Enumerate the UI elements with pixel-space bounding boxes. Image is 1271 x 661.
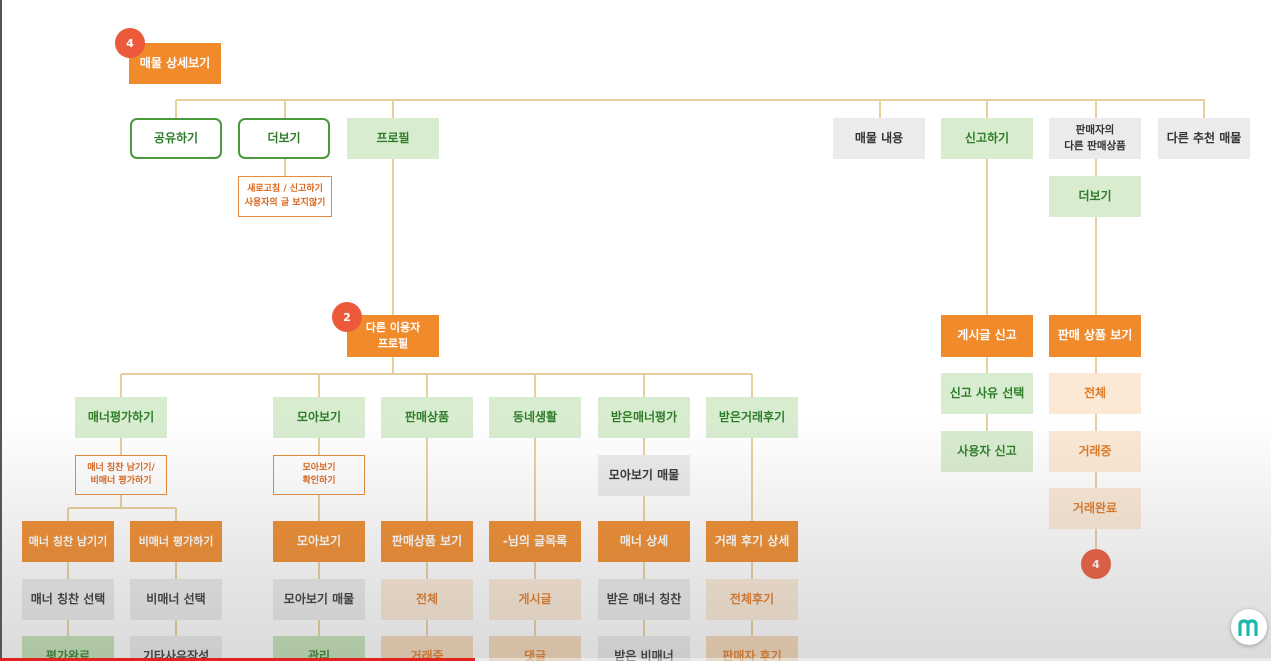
node-profile: 프로필 [347,118,439,159]
node-manage: 관리 [273,636,365,661]
node-review-detail: 거래 후기 상세 [706,521,798,562]
node-all: 전체 [1049,373,1141,414]
node-collection-items: 모아보기 매물 [273,579,365,620]
node-other-user-profile: 다른 이용자 프로필 [347,315,439,357]
video-progress-bar[interactable] [0,658,1271,661]
channel-logo-button[interactable] [1231,609,1267,645]
node-seller-review: 판매자 후기 [706,636,798,661]
node-seller-other-items: 판매자의 다른 판매상품 [1049,118,1141,159]
node-sale-all: 전체 [381,579,473,620]
node-non-manner-eval: 비매너 평가하기 [130,521,222,562]
node-sale-trading: 거래중 [381,636,473,661]
video-progress-fill [0,658,476,661]
node-manner-detail: 매너 상세 [598,521,690,562]
window-edge [0,0,2,661]
node-eval-done: 평가완료 [22,636,114,661]
node-report: 신고하기 [941,118,1033,159]
node-other-reason: 기타사유작성 [130,636,222,661]
node-user-report: 사용자 신고 [941,431,1033,472]
node-share: 공유하기 [130,118,222,159]
node-trading: 거래중 [1049,431,1141,472]
node-root: 매물 상세보기 [129,43,221,84]
node-comments: 댓글 [489,636,581,661]
node-trade-done: 거래완료 [1049,488,1141,529]
node-received-non-manner: 받은 비매너 [598,636,690,661]
node-collection-confirm: 모아보기 확인하기 [273,455,365,495]
node-seller-more: 더보기 [1049,176,1141,217]
node-user-posts: -님의 글목록 [489,521,581,562]
node-leave-praise: 매너 칭찬 남기기 [22,521,114,562]
step-badge: 4 [1081,549,1111,579]
node-received-reviews: 받은거래후기 [706,397,798,438]
node-received-praise: 받은 매너 칭찬 [598,579,690,620]
node-more-options: 새로고침 / 신고하기 사용자의 글 보지않기 [238,176,332,217]
m-logo-icon [1238,619,1258,636]
node-collection: 모아보기 [273,397,365,438]
node-report-reason: 신고 사유 선택 [941,373,1033,414]
node-sale-items: 판매상품 [381,397,473,438]
node-more: 더보기 [238,118,330,159]
node-listing-content: 매물 내용 [833,118,925,159]
node-received-collection: 모아보기 매물 [598,455,690,496]
node-select-non-manner: 비매너 선택 [130,579,222,620]
step-badge: 2 [332,302,362,332]
step-badge: 4 [115,28,145,58]
node-collection-detail: 모아보기 [273,521,365,562]
node-select-praise: 매너 칭찬 선택 [22,579,114,620]
node-post-report: 게시글 신고 [941,315,1033,357]
node-all-reviews: 전체후기 [706,579,798,620]
node-posts: 게시글 [489,579,581,620]
node-manner-choice: 매너 칭찬 남기기/ 비매너 평가하기 [75,455,167,495]
node-sale-items-view: 판매상품 보기 [381,521,473,562]
node-manner-eval: 매너평가하기 [75,397,167,438]
node-other-recommend: 다른 추천 매물 [1158,118,1250,159]
node-view-sale-items: 판매 상품 보기 [1049,315,1141,357]
node-received-manner: 받은매너평가 [598,397,690,438]
node-neighborhood: 동네생활 [489,397,581,438]
